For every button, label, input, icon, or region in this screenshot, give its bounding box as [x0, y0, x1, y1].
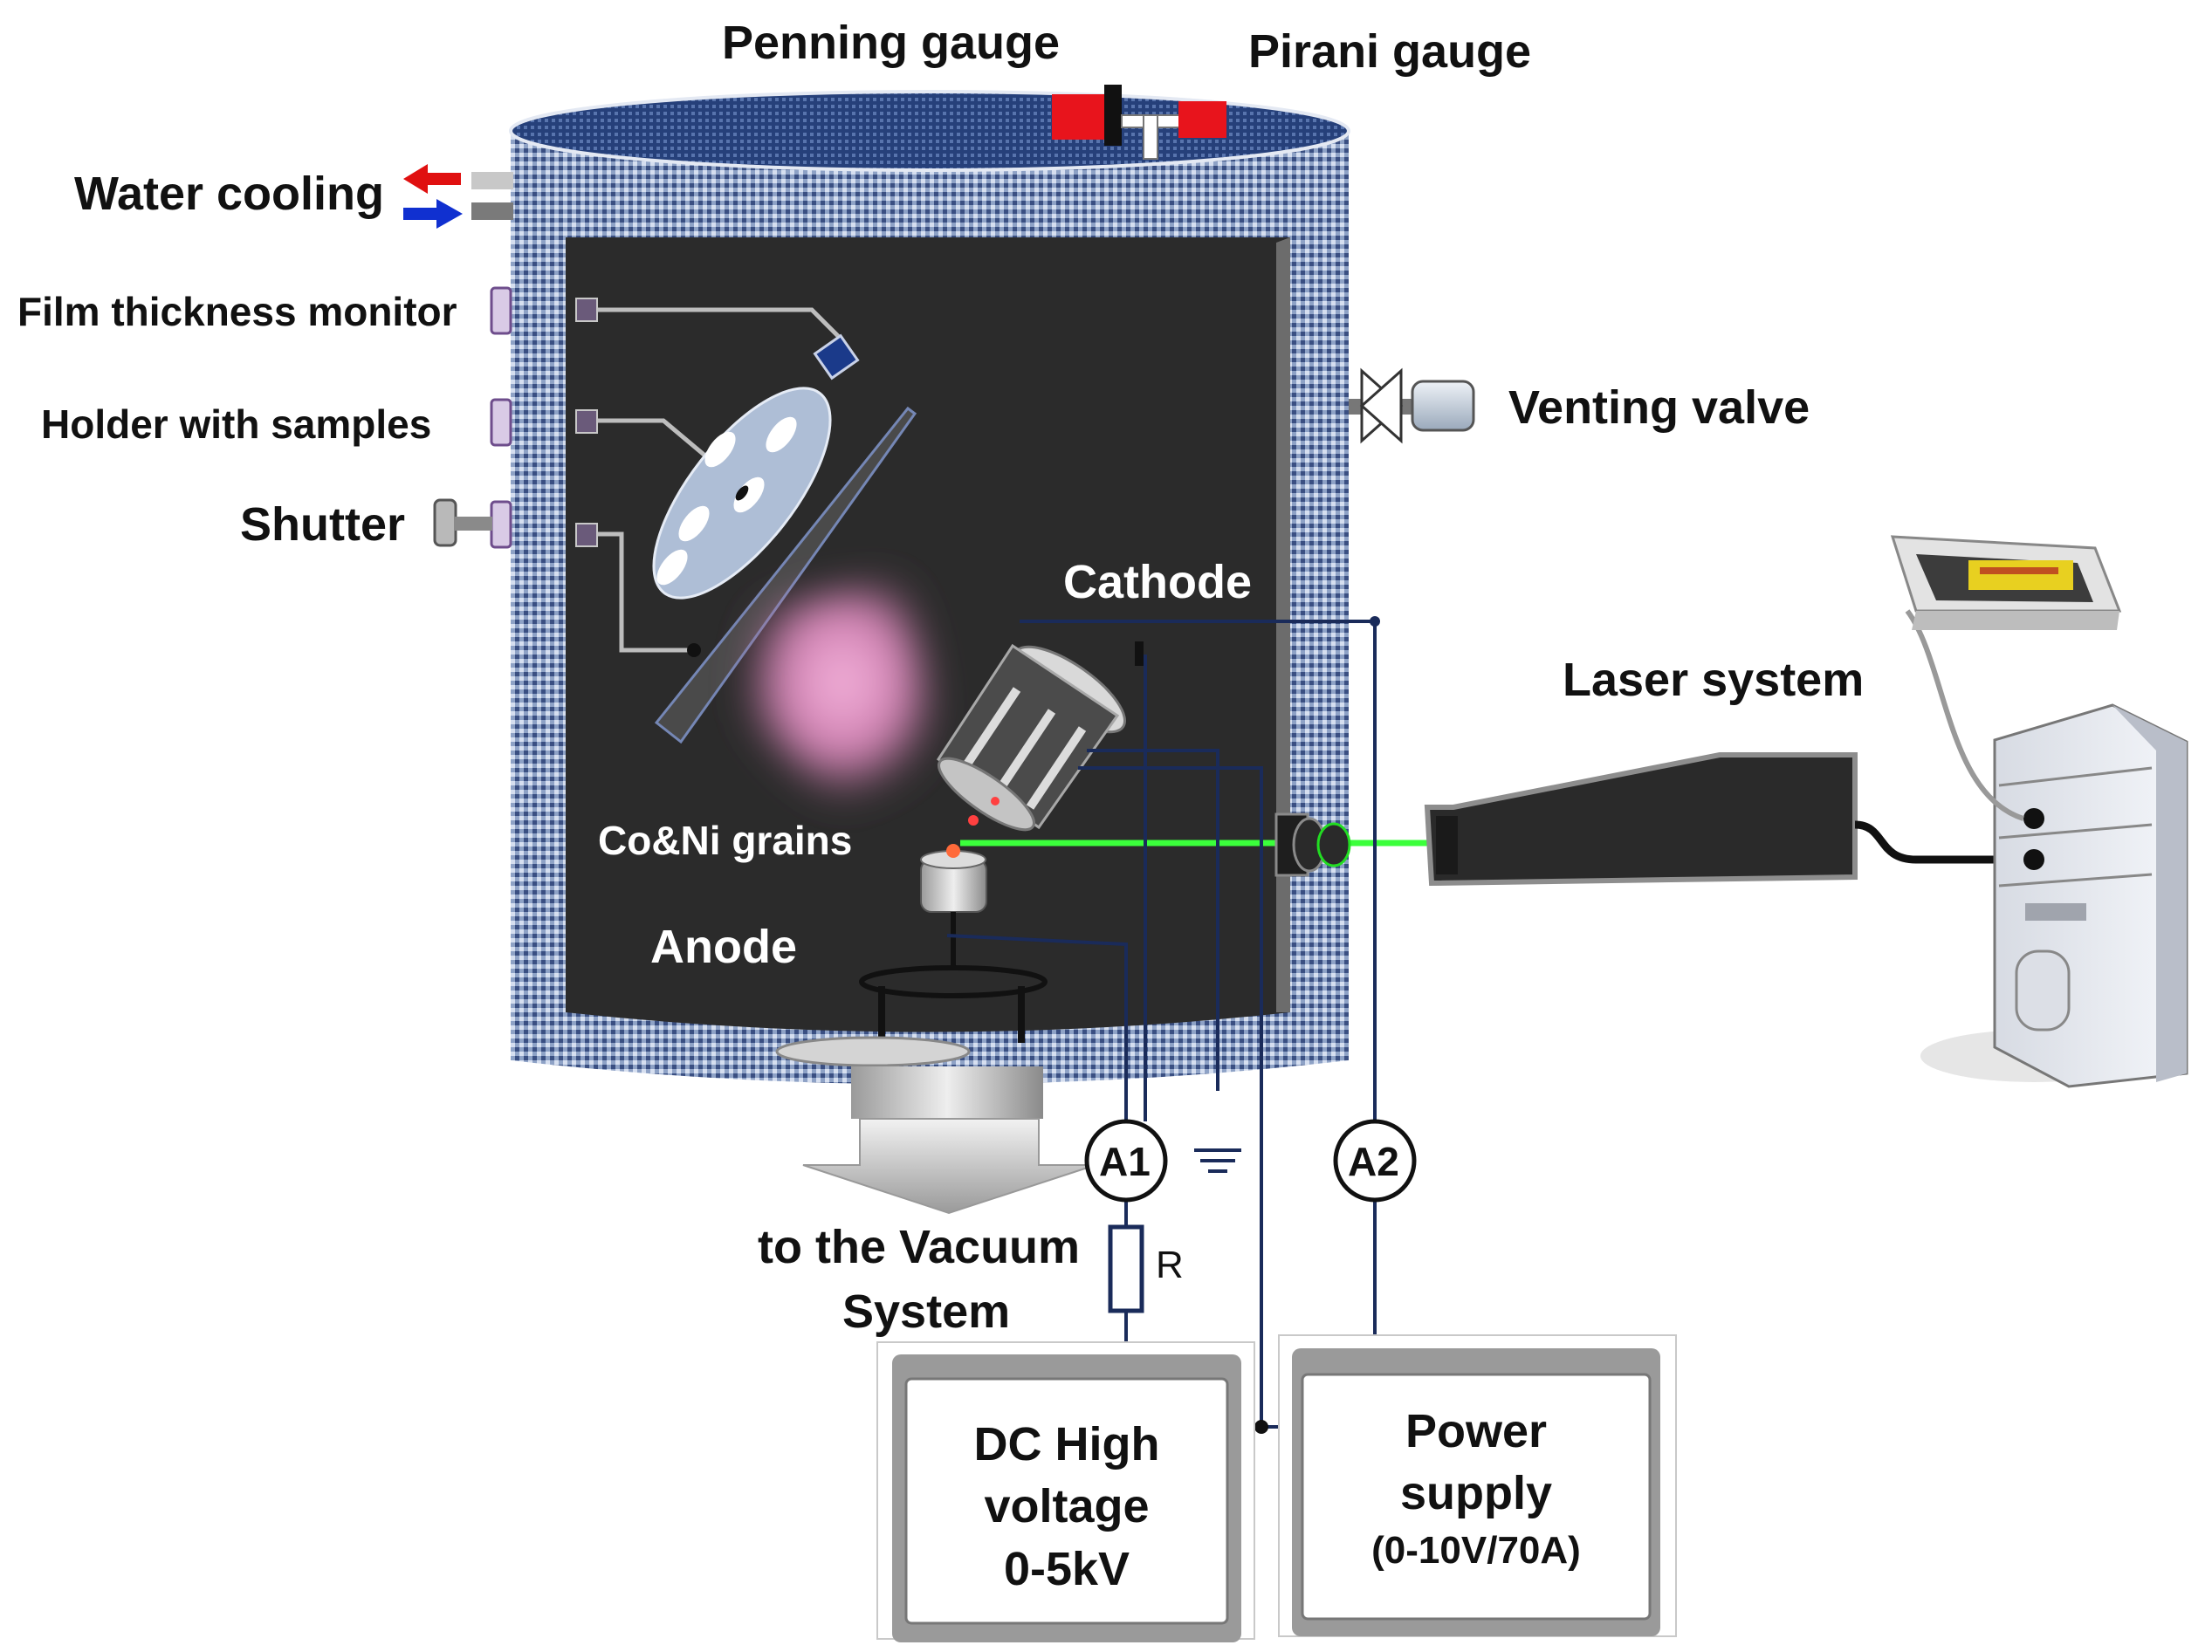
ammeter-a2-label: A2 — [1348, 1139, 1399, 1184]
pirani-gauge-icon — [1121, 101, 1226, 160]
controller-cable — [1905, 609, 2024, 821]
water-cooling-label: Water cooling — [74, 168, 385, 220]
power-supply-line1: Power — [1405, 1405, 1548, 1457]
ammeter-a2-icon — [1333, 1119, 1417, 1203]
grains-label: Co&Ni grains — [598, 818, 853, 863]
laser-head-icon — [1316, 752, 1858, 887]
hv-supply-line1: DC High — [973, 1418, 1160, 1470]
chamber-top — [509, 90, 1350, 172]
ground-symbol-icon — [1194, 1148, 1241, 1173]
power-supply-text: Power supply (0-10V/70A) — [1305, 1401, 1647, 1576]
laser-window-icon — [1274, 812, 1327, 877]
chamber-interior — [566, 237, 1290, 1032]
laser-controller-icon — [1890, 535, 2122, 630]
penning-gauge-icon — [1052, 85, 1122, 146]
venting-valve-label: Venting valve — [1508, 381, 1810, 434]
resistor-icon — [1108, 1224, 1144, 1313]
anode-label: Anode — [650, 921, 797, 973]
hv-supply-unit — [876, 1341, 1255, 1642]
laser-cable — [1854, 820, 2025, 864]
ammeter-a1-icon — [1084, 1119, 1168, 1203]
resistor-label: R — [1156, 1244, 1184, 1286]
laser-system-label: Laser system — [1563, 654, 1865, 706]
chamber-inner-edge — [1276, 237, 1290, 1012]
plasma-plume — [742, 576, 943, 812]
water-cooling-pipes — [471, 172, 513, 220]
pirani-gauge-label: Pirani gauge — [1248, 25, 1532, 78]
hv-supply-line3: 0-5kV — [1003, 1542, 1130, 1595]
vacuum-label-line1: to the Vacuum — [758, 1221, 1081, 1273]
wire-junction — [1370, 616, 1380, 627]
thickness-sensor-icon — [813, 333, 860, 380]
feedthrough-ports — [490, 286, 512, 549]
shutter-knob-icon — [433, 498, 492, 547]
cathode-label: Cathode — [1063, 556, 1252, 608]
computer-tower-icon — [1920, 703, 2188, 1088]
shutter-pivot — [687, 643, 701, 657]
ammeter-a1-label: A1 — [1099, 1139, 1151, 1184]
holder-with-samples-label: Holder with samples — [41, 401, 432, 447]
power-supply-unit — [1278, 1334, 1677, 1637]
internal-connectors — [575, 298, 598, 547]
shutter-label: Shutter — [240, 498, 405, 551]
shutter-plate — [654, 406, 917, 744]
vacuum-arrow-icon — [802, 1118, 1096, 1215]
power-supply-line3: (0-10V/70A) — [1371, 1528, 1581, 1572]
water-in-arrow-icon — [403, 199, 463, 229]
anode-assembly — [859, 844, 1048, 1043]
power-supply-line2: supply — [1399, 1467, 1553, 1520]
vacuum-label-line2: System — [842, 1285, 1011, 1338]
cathode-assembly — [936, 641, 1144, 832]
wire-junction — [1254, 1420, 1268, 1434]
venting-valve-icon — [1349, 367, 1475, 444]
water-out-arrow-icon — [403, 164, 461, 194]
film-thickness-monitor-label: Film thickness monitor — [17, 289, 457, 334]
hv-supply-line2: voltage — [984, 1480, 1150, 1533]
sample-holder — [652, 387, 832, 600]
penning-gauge-label: Penning gauge — [722, 17, 1061, 69]
vacuum-port — [775, 1036, 1043, 1119]
hv-supply-text: DC High voltage 0-5kV — [908, 1414, 1226, 1601]
